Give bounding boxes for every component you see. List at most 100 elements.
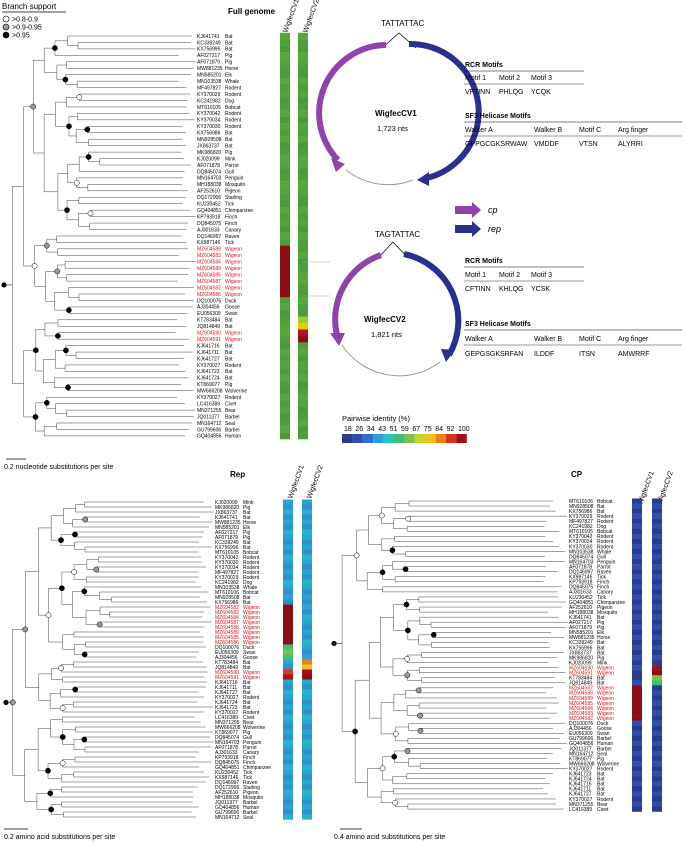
taxon-host: Wolverine — [225, 389, 247, 395]
taxon-host: Gull — [597, 554, 606, 560]
identity-cell-cv1 — [283, 544, 293, 550]
taxon-host: Penguin — [597, 559, 616, 565]
taxon-host: Wigeon — [243, 615, 260, 621]
taxon-host: Wigeon — [597, 665, 614, 671]
taxon-host: Civet — [225, 401, 237, 407]
taxon-host: Rodent — [597, 514, 614, 520]
identity-cell-cv1 — [632, 579, 642, 585]
taxon-host: Wigeon — [243, 675, 260, 681]
taxon-host: Mosquito — [225, 182, 246, 188]
taxon-host: Rodent — [597, 766, 614, 772]
taxon-accession: DQ100076 — [569, 721, 593, 727]
support-node-icon — [430, 631, 437, 638]
identity-cell-cv2 — [652, 776, 662, 782]
cv1-sf3-v3: VTSN — [579, 141, 598, 148]
taxon-accession: MZ604583 — [215, 610, 239, 616]
branch-support-legend: Branch support >0.8-0.9 >0.9-0.95 >0.95 — [2, 2, 66, 40]
cv1-rcr-v3: YCQK — [531, 89, 551, 96]
support-node-icon — [81, 651, 88, 658]
support-node-icon — [389, 547, 396, 554]
support-node-icon — [66, 307, 72, 313]
taxon-accession: MZ604584 — [197, 260, 221, 266]
support-node-icon — [32, 347, 39, 354]
identity-cell-cv1 — [632, 786, 642, 792]
identity-cell-cv1 — [280, 406, 290, 414]
identity-cell-cv2 — [652, 756, 662, 762]
identity-cell-cv2 — [652, 629, 662, 636]
taxon-host: Gull — [243, 735, 252, 741]
identity-cell-cv1 — [632, 781, 642, 787]
support-node-icon — [84, 126, 91, 133]
cv1-rcr-h3: Motif 3 — [531, 75, 552, 82]
taxon-accession: MZ604587 — [215, 620, 239, 626]
identity-cell-cv2 — [302, 619, 312, 625]
support-node-icon — [59, 585, 65, 592]
identity-cell-cv1 — [283, 504, 293, 510]
identity-cell-cv1 — [280, 103, 290, 111]
identity-cell-cv1 — [283, 629, 293, 635]
identity-cell-cv1 — [632, 690, 642, 696]
taxon-accession: MZ604584 — [215, 615, 239, 621]
taxon-accession: DQ146997 — [569, 570, 593, 576]
identity-cell-cv1 — [280, 426, 290, 433]
identity-cell-cv1 — [280, 77, 290, 85]
identity-cell-cv2 — [298, 342, 308, 350]
identity-cell-cv2 — [652, 624, 662, 630]
identity-cell-cv2 — [298, 84, 308, 92]
identity-cell-cv1 — [280, 226, 290, 233]
identity-cell-cv2 — [652, 685, 662, 691]
identity-cell-cv1 — [632, 771, 642, 777]
support-label-high: >0.95 — [12, 33, 30, 40]
taxon-accession: AF252610 — [569, 605, 592, 611]
taxon-host: Rodent — [597, 544, 614, 550]
taxon-host: Rodent — [243, 695, 260, 701]
identity-cell-cv1 — [632, 705, 642, 711]
support-node-icon — [59, 734, 66, 740]
taxon-accession: KY370042 — [569, 534, 593, 540]
identity-cell-cv2 — [302, 704, 312, 710]
taxon-host: Tick — [243, 770, 252, 776]
taxon-host: Bat — [225, 369, 233, 375]
taxon-accession: MN371255 — [197, 408, 222, 414]
identity-cell-cv1 — [632, 543, 642, 550]
taxon-accession: DQ845074 — [215, 735, 239, 741]
support-node-icon — [392, 799, 399, 806]
taxon-host: Mink — [597, 660, 608, 666]
identity-cell-cv2 — [652, 730, 662, 737]
taxon-accession: DQ845074 — [197, 169, 221, 175]
taxon-accession: MH188038 — [569, 610, 594, 616]
taxon-host: Pigeon — [243, 790, 259, 796]
identity-cell-cv1 — [283, 734, 293, 740]
identity-cell-cv1 — [632, 806, 642, 812]
identity-cell-cv1 — [632, 740, 642, 747]
identity-cell-cv2 — [302, 654, 312, 660]
identity-cell-cv1 — [283, 704, 293, 710]
identity-cell-cv2 — [298, 432, 308, 440]
taxon-host: Wigeon — [597, 701, 614, 707]
identity-cell-cv1 — [632, 710, 642, 716]
taxon-accession: MN928508 — [569, 504, 594, 510]
identity-cell-cv2 — [652, 609, 662, 615]
cv1-intergenic-arc — [345, 169, 414, 186]
identity-cell-cv2 — [302, 809, 312, 815]
identity-cell-cv2 — [652, 649, 662, 656]
identity-cell-cv1 — [283, 614, 293, 620]
taxon-host: Wigeon — [225, 285, 242, 291]
rep-legend-arrow-icon — [455, 221, 481, 237]
support-node-icon — [22, 626, 29, 633]
support-node-icon — [403, 601, 410, 608]
identity-cell-cv1 — [280, 161, 290, 169]
taxon-host: Tick — [225, 240, 234, 246]
identity-cell-cv2 — [302, 749, 312, 755]
taxon-host: Bear — [243, 720, 254, 726]
taxon-host: Wigeon — [243, 610, 260, 616]
taxon-host: Duck — [243, 645, 255, 651]
identity-cell-cv1 — [283, 624, 293, 630]
support-node-icon — [48, 806, 55, 813]
taxon-host: Mink — [225, 156, 236, 162]
identity-cell-cv2 — [302, 684, 312, 690]
identity-cell-cv1 — [632, 796, 642, 802]
taxon-host: Canary — [243, 750, 260, 756]
taxon-host: Whale — [225, 79, 239, 85]
